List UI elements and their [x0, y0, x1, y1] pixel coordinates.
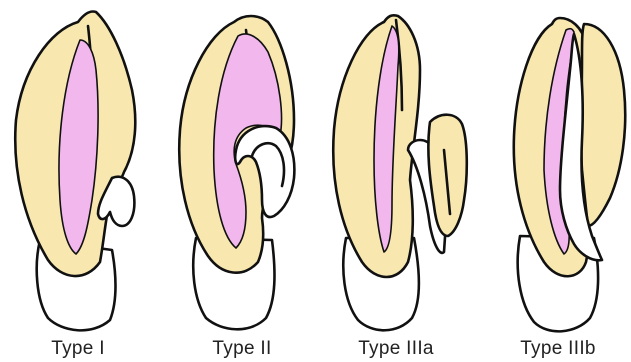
- tooth-type-i: [15, 11, 135, 330]
- label-type-i: Type I: [8, 338, 148, 360]
- tooth-type-iiib-crown-lingual: [581, 24, 625, 226]
- label-type-iiia: Type IIIa: [326, 338, 466, 360]
- label-type-iiib: Type IIIb: [488, 338, 628, 360]
- tooth-type-iiib: [514, 18, 625, 331]
- label-type-ii: Type II: [172, 338, 312, 360]
- tooth-type-ii: [179, 16, 294, 329]
- tooth-type-iiia: [333, 15, 467, 330]
